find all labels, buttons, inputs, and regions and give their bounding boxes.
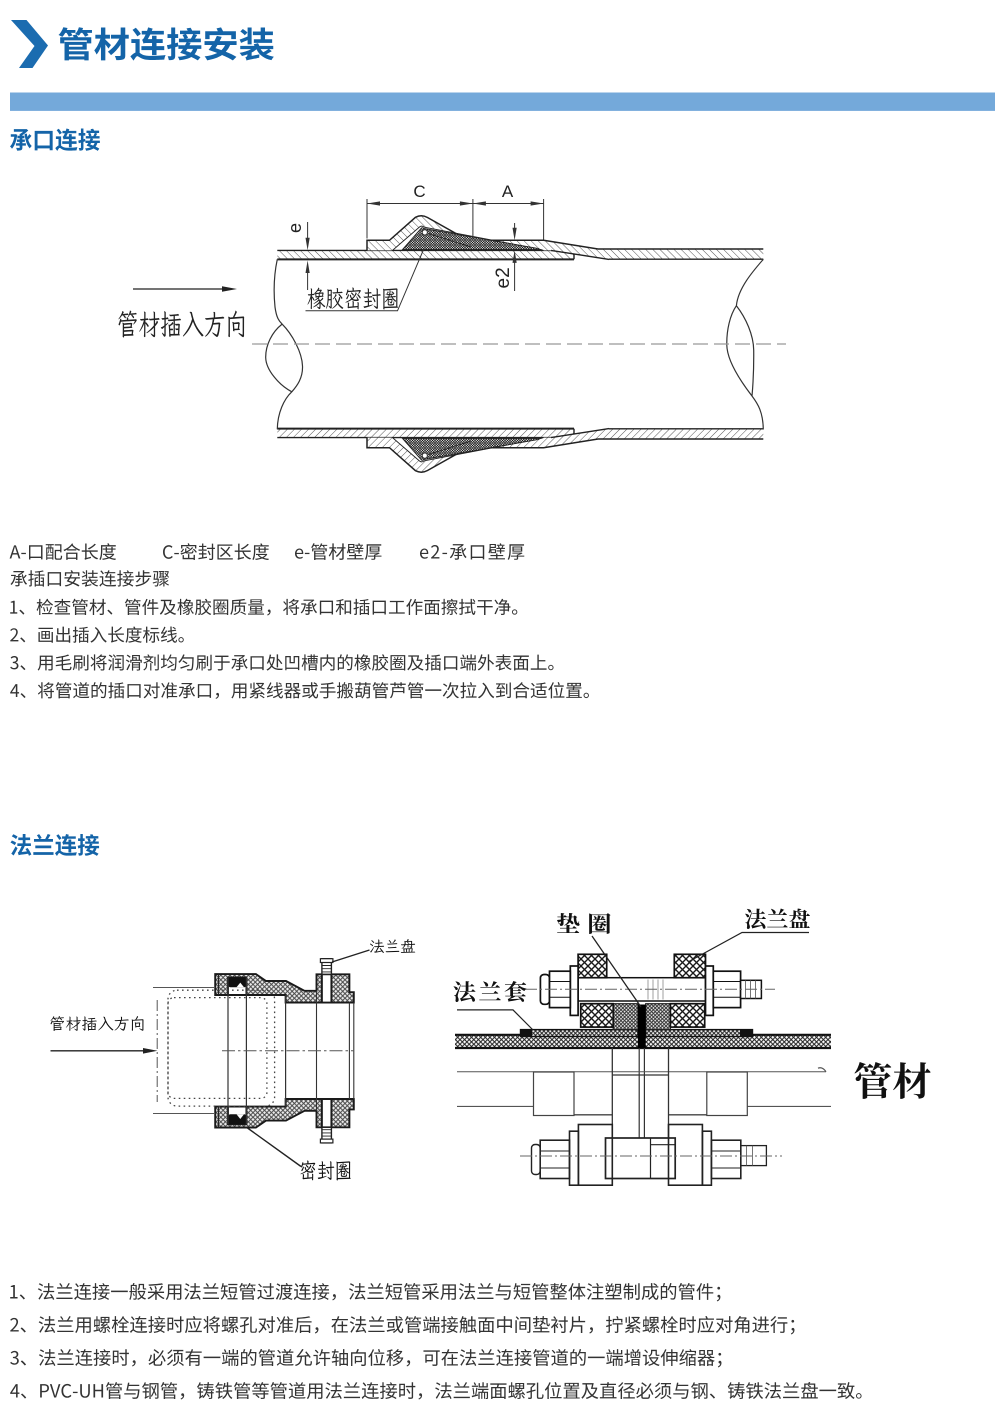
svg-text:C: C: [413, 182, 425, 201]
svg-text:e2: e2: [493, 267, 514, 288]
svg-text:A: A: [502, 182, 514, 201]
svg-text:e: e: [285, 223, 305, 233]
